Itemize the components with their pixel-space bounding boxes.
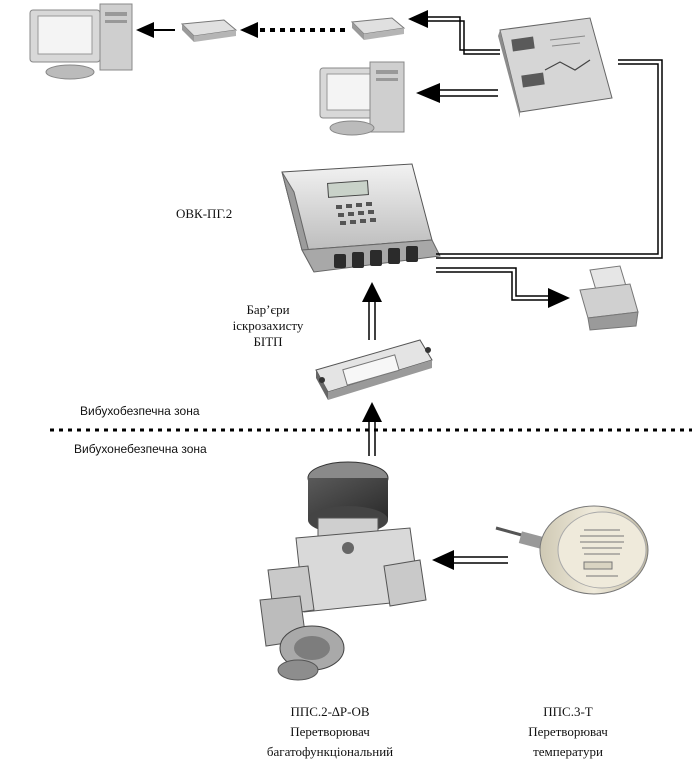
controller-device-icon xyxy=(281,163,441,273)
printer-icon xyxy=(579,265,639,331)
barrier-label-line-2: іскрозахисту xyxy=(232,318,304,333)
controller-label: ОВК-ПГ.2 xyxy=(176,206,233,221)
arrow-to-top-computer xyxy=(136,22,175,38)
link-controller-to-printer xyxy=(436,267,570,308)
barrier-label: Бар’єри іскрозахисту БІТП xyxy=(212,302,324,350)
link-controller-to-converter xyxy=(436,59,663,259)
temperature-sensor-label-line-2: Перетворювач xyxy=(528,724,608,739)
hazardous-zone-label: Вибухонебезпечна зона xyxy=(74,442,207,456)
converter-box-icon xyxy=(498,17,613,118)
temperature-sensor-label-line-1: ППС.3-Т xyxy=(543,704,593,719)
modem-icon-left xyxy=(180,19,238,42)
barrier-device-icon xyxy=(315,339,433,400)
temperature-sensor-label: ППС.3-Т Перетворювач температури xyxy=(508,702,628,762)
computer-icon-middle xyxy=(319,61,405,136)
temperature-sensor-icon xyxy=(495,505,649,595)
safe-zone-label: Вибухобезпечна зона xyxy=(80,404,200,418)
pressure-sensor-label-line-1: ППС.2-∆Р-ОВ xyxy=(290,704,370,719)
pressure-sensor-label: ППС.2-∆Р-ОВ Перетворювач багатофункціона… xyxy=(230,702,430,762)
arrow-converter-to-modem xyxy=(408,10,500,55)
modem-icon-right xyxy=(350,17,406,40)
computer-icon-top-left xyxy=(29,3,133,80)
dotted-link-modems xyxy=(240,22,345,38)
barrier-label-line-1: Бар’єри xyxy=(246,302,290,317)
arrow-converter-to-middle-computer xyxy=(416,83,498,103)
pressure-sensor-label-line-2: Перетворювач xyxy=(290,724,370,739)
pressure-sensor-label-line-3: багатофункціональний xyxy=(266,744,394,759)
barrier-label-line-3: БІТП xyxy=(253,334,283,349)
pressure-sensor-icon xyxy=(259,461,427,681)
temperature-sensor-label-line-3: температури xyxy=(533,744,603,759)
arrow-sensor-to-barrier xyxy=(362,402,382,456)
arrow-barrier-to-controller xyxy=(362,282,382,340)
arrow-temp-to-pressure xyxy=(432,550,508,570)
